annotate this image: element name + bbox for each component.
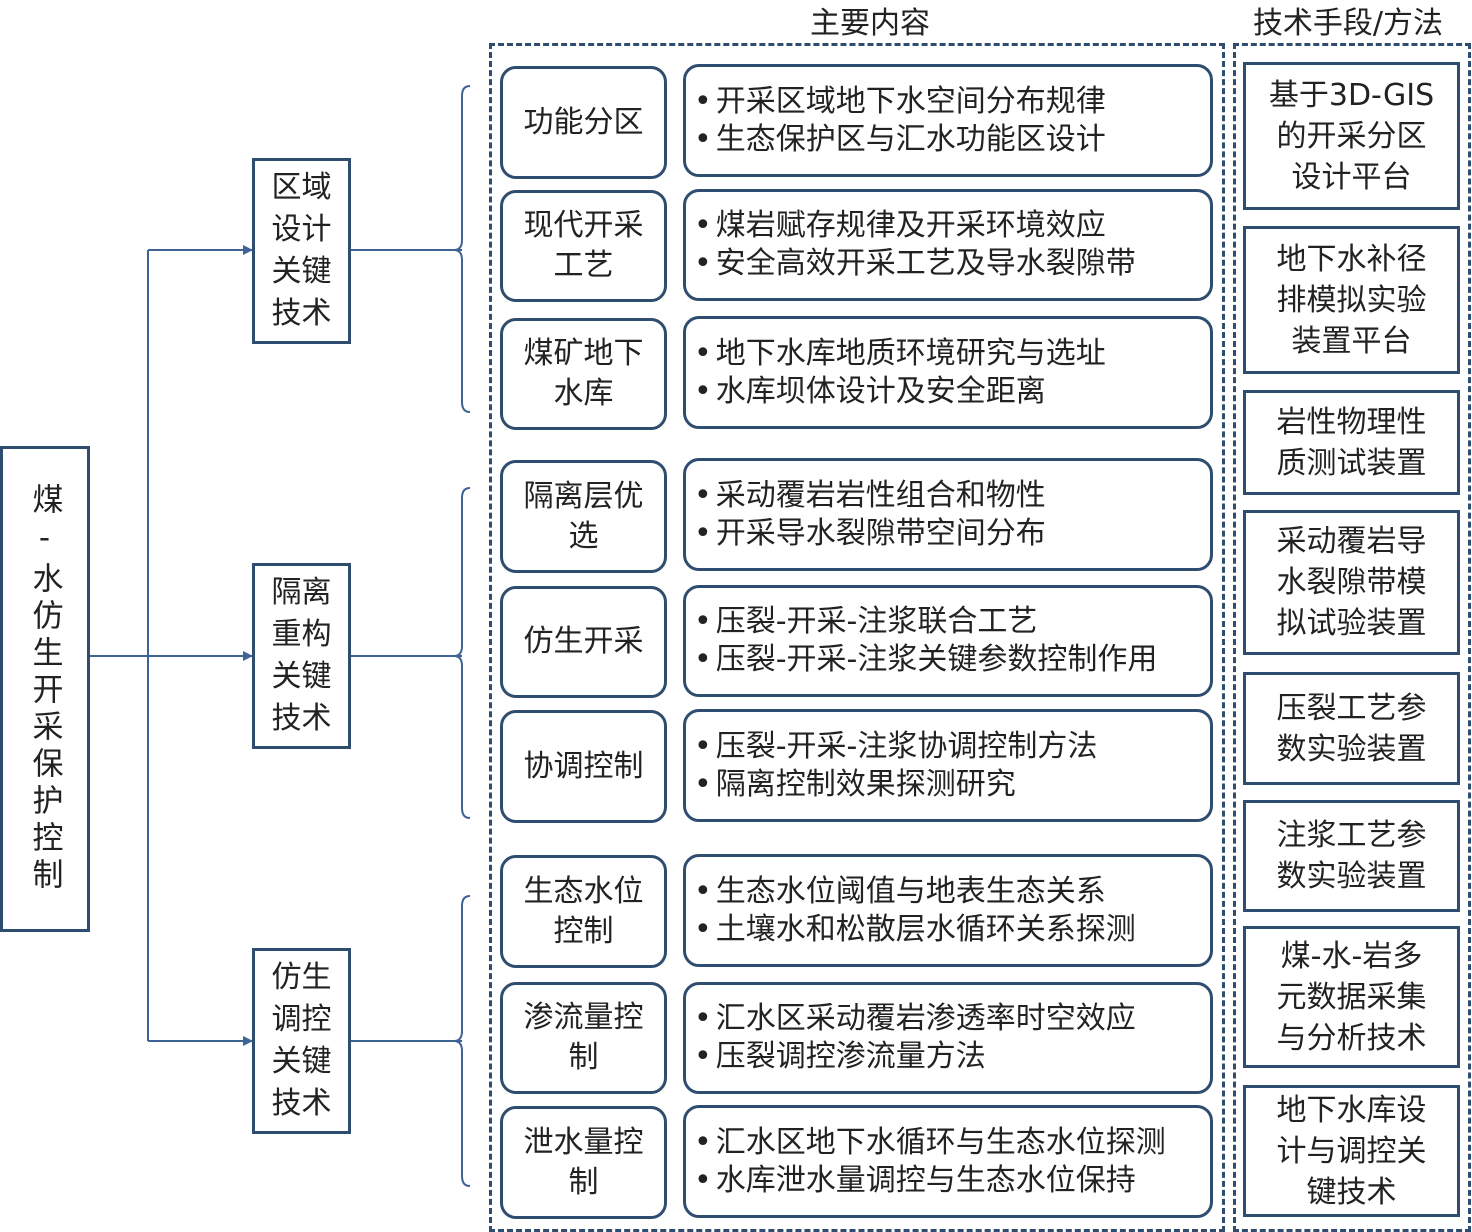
detail-item: 压裂-开采-注浆联合工艺: [694, 603, 1202, 641]
detail-item: 采动覆岩岩性组合和物性: [694, 477, 1202, 515]
root-node: 煤-水仿生开采保护控制: [0, 446, 90, 932]
topic-label: 协调控制: [523, 748, 644, 784]
brace-group-1: [453, 85, 471, 413]
detail-item: 隔离控制效果探测研究: [694, 766, 1202, 804]
detail-item: 开采导水裂隙带空间分布: [694, 515, 1202, 553]
detail-item: 压裂调控渗流量方法: [694, 1038, 1202, 1076]
detail-item: 汇水区采动覆岩渗透率时空效应: [694, 1000, 1202, 1038]
detail-item: 水库坝体设计及安全距离: [694, 373, 1202, 411]
methods-header: 技术手段/方法: [1252, 6, 1444, 41]
method-groundwater-simulation: 地下水补径排模拟实验装置平台: [1243, 226, 1460, 374]
topic-seepage-control: 渗流量控制: [500, 982, 667, 1094]
method-fracture-zone-simulation: 采动覆岩导水裂隙带模拟试验装置: [1243, 510, 1460, 655]
method-grouting-parameters: 注浆工艺参数实验装置: [1243, 800, 1460, 912]
detail-seepage-control: 汇水区采动覆岩渗透率时空效应 压裂调控渗流量方法: [683, 982, 1213, 1094]
topic-label: 生态水位控制: [523, 873, 644, 949]
detail-item: 汇水区地下水循环与生态水位探测: [694, 1124, 1202, 1162]
method-reservoir-design: 地下水库设计与调控关键技术: [1243, 1085, 1460, 1217]
topic-bionic-mining: 仿生开采: [500, 586, 667, 698]
category-label: 仿生调控关键技术: [271, 960, 332, 1121]
topic-label: 煤矿地下水库: [523, 336, 644, 411]
detail-discharge-control: 汇水区地下水循环与生态水位探测 水库泄水量调控与生态水位保持: [683, 1105, 1213, 1218]
category-label: 隔离重构关键技术: [271, 575, 332, 736]
detail-item: 开采区域地下水空间分布规律: [694, 83, 1202, 121]
category-bionic-regulation: 仿生调控关键技术: [252, 948, 351, 1134]
methods-panel: [1233, 43, 1471, 1232]
topic-discharge-control: 泄水量控制: [500, 1106, 667, 1219]
method-3d-gis-platform: 基于3D-GIS的开采分区设计平台: [1243, 62, 1460, 210]
method-rock-property-testing: 岩性物理性质测试装置: [1243, 390, 1460, 495]
topic-modern-mining-process: 现代开采工艺: [500, 190, 667, 302]
category-isolation-reconstruction: 隔离重构关键技术: [252, 563, 351, 749]
detail-bionic-mining: 压裂-开采-注浆联合工艺 压裂-开采-注浆关键参数控制作用: [683, 585, 1213, 697]
topic-label: 仿生开采: [523, 624, 644, 659]
detail-item: 煤岩赋存规律及开采环境效应: [694, 207, 1202, 245]
detail-underground-reservoir: 地下水库地质环境研究与选址 水库坝体设计及安全距离: [683, 316, 1213, 429]
method-fracturing-parameters: 压裂工艺参数实验装置: [1243, 672, 1460, 785]
detail-modern-mining-process: 煤岩赋存规律及开采环境效应 安全高效开采工艺及导水裂隙带: [683, 189, 1213, 301]
detail-item: 水库泄水量调控与生态水位保持: [694, 1162, 1202, 1200]
topic-label: 功能分区: [523, 104, 644, 140]
topic-label: 隔离层优选: [523, 478, 644, 554]
root-label: 煤-水仿生开采保护控制: [26, 483, 63, 895]
detail-item: 压裂-开采-注浆关键参数控制作用: [694, 641, 1202, 679]
content-panel: [489, 43, 1225, 1232]
detail-item: 土壤水和松散层水循环关系探测: [694, 911, 1202, 949]
category-region-design: 区域设计关键技术: [252, 158, 351, 344]
topic-coordinated-control: 协调控制: [500, 710, 667, 823]
content-header: 主要内容: [810, 6, 930, 41]
brace-group-2: [453, 487, 471, 819]
detail-item: 安全高效开采工艺及导水裂隙带: [694, 245, 1202, 283]
topic-label: 现代开采工艺: [523, 208, 644, 283]
topic-isolation-layer-selection: 隔离层优选: [500, 460, 667, 573]
detail-ecological-water-level: 生态水位阈值与地表生态关系 土壤水和松散层水循环关系探测: [683, 854, 1213, 967]
method-data-acquisition: 煤-水-岩多元数据采集与分析技术: [1243, 926, 1460, 1068]
detail-item: 生态水位阈值与地表生态关系: [694, 873, 1202, 911]
brace-group-3: [453, 895, 471, 1187]
topic-label: 泄水量控制: [523, 1124, 644, 1200]
topic-functional-zoning: 功能分区: [500, 66, 667, 179]
detail-item: 地下水库地质环境研究与选址: [694, 335, 1202, 373]
category-label: 区域设计关键技术: [271, 170, 332, 331]
topic-underground-reservoir: 煤矿地下水库: [500, 318, 667, 430]
topic-label: 渗流量控制: [523, 1000, 644, 1075]
detail-item: 生态保护区与汇水功能区设计: [694, 121, 1202, 159]
detail-item: 压裂-开采-注浆协调控制方法: [694, 728, 1202, 766]
detail-isolation-layer-selection: 采动覆岩岩性组合和物性 开采导水裂隙带空间分布: [683, 458, 1213, 571]
topic-ecological-water-level: 生态水位控制: [500, 855, 667, 968]
detail-coordinated-control: 压裂-开采-注浆协调控制方法 隔离控制效果探测研究: [683, 709, 1213, 822]
detail-functional-zoning: 开采区域地下水空间分布规律 生态保护区与汇水功能区设计: [683, 64, 1213, 177]
